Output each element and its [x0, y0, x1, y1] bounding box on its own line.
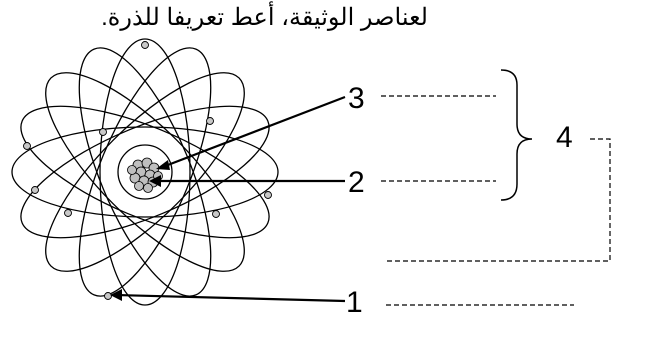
orbit-ellipse	[11, 126, 279, 218]
electron	[23, 142, 31, 150]
pointer-line-1	[115, 293, 346, 303]
electron	[206, 117, 214, 125]
arrowhead-1	[110, 289, 122, 301]
inner-shell	[117, 144, 173, 200]
orbit-ellipse	[20, 105, 270, 239]
electron	[64, 209, 72, 217]
instruction-text: لعناصر الوثيقة، أعط تعريفا للذرة.	[101, 4, 428, 31]
electron	[212, 210, 220, 218]
orbits	[11, 38, 279, 306]
electron	[141, 41, 149, 49]
label-3: 3	[348, 82, 365, 115]
electron	[31, 186, 39, 194]
label-2: 2	[348, 166, 365, 199]
arrowhead-3	[156, 160, 170, 170]
orbit-ellipse	[78, 47, 212, 297]
arrowheads	[110, 160, 170, 301]
nucleon	[143, 183, 153, 193]
orbit-ellipse	[78, 47, 212, 297]
orbit-ellipse	[99, 38, 191, 306]
atom	[11, 38, 279, 306]
pointer-line-3	[159, 95, 346, 170]
answer-blanks	[381, 95, 611, 306]
orbit-ellipse	[45, 72, 245, 272]
nucleus	[127, 157, 163, 193]
answer-blank-4[interactable]	[386, 138, 611, 262]
electrons	[23, 41, 272, 300]
electron	[264, 191, 272, 199]
curly-brace	[500, 69, 533, 201]
electron	[99, 128, 107, 136]
nucleon	[134, 181, 144, 191]
arrowhead-2	[149, 175, 161, 187]
orbit-ellipse	[45, 72, 245, 272]
label-4: 4	[556, 121, 573, 154]
orbit-ellipse	[20, 105, 270, 239]
pointers	[115, 95, 346, 303]
electron	[104, 292, 112, 300]
nucleon	[127, 165, 137, 175]
label-1: 1	[346, 286, 363, 319]
